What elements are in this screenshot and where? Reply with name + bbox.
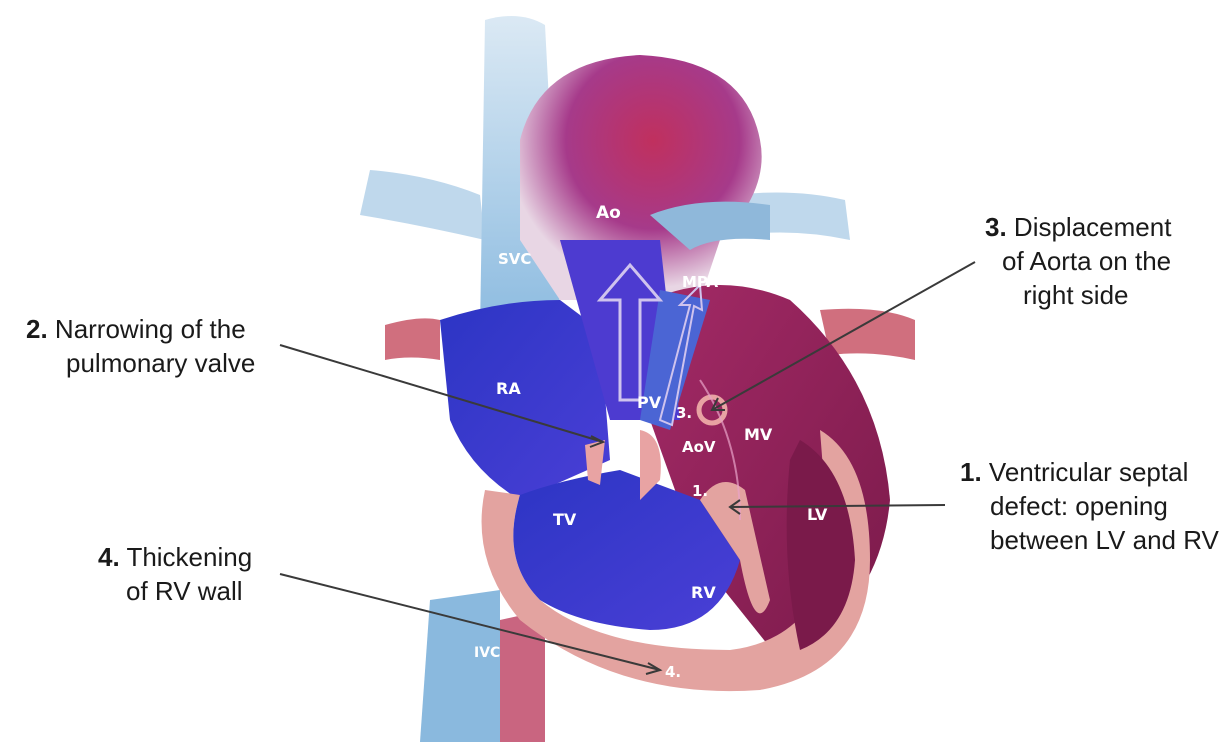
callout-1-number: 1. [960,457,982,487]
callout-4-line2: of RV wall [98,574,252,608]
callout-3-line2: of Aorta on the [985,244,1171,278]
callout-2-line2: pulmonary valve [26,346,255,380]
callout-3-line3: right side [985,278,1171,312]
label-svc: SVC [498,250,531,268]
marker-3: 3. [676,404,692,422]
callout-3-number: 3. [985,212,1007,242]
callout-1-line2: defect: opening [960,489,1219,523]
callout-4-number: 4. [98,542,120,572]
label-tv: TV [553,510,577,529]
label-pv: PV [637,393,662,412]
callout-rv-thickening: 4. Thickening of RV wall [98,540,252,608]
callout-2-number: 2. [26,314,48,344]
callout-2-line1: Narrowing of the [48,314,246,344]
vessel-left-upper [360,170,485,240]
marker-2: 2. [613,444,629,462]
marker-1: 1. [692,482,708,500]
label-mv: MV [744,425,773,444]
marker-4: 4. [665,663,681,681]
callout-pulmonary-narrowing: 2. Narrowing of the pulmonary valve [26,312,255,380]
callout-1-line1: Ventricular septal [982,457,1189,487]
callout-1-line3: between LV and RV [960,523,1219,557]
label-lv: LV [807,505,828,524]
label-rv: RV [691,583,716,602]
label-ivc: IVC [474,645,500,661]
label-mpa: MPA [682,273,719,291]
callout-ventricular-septal-defect: 1. Ventricular septal defect: opening be… [960,455,1219,557]
label-ao: Ao [596,203,621,223]
label-aov: AoV [682,438,716,456]
callout-3-line1: Displacement [1007,212,1172,242]
callout-4-line1: Thickening [120,542,253,572]
label-ra: RA [496,379,521,398]
artery-left [385,318,440,360]
callout-aorta-displacement: 3. Displacement of Aorta on the right si… [985,210,1171,312]
